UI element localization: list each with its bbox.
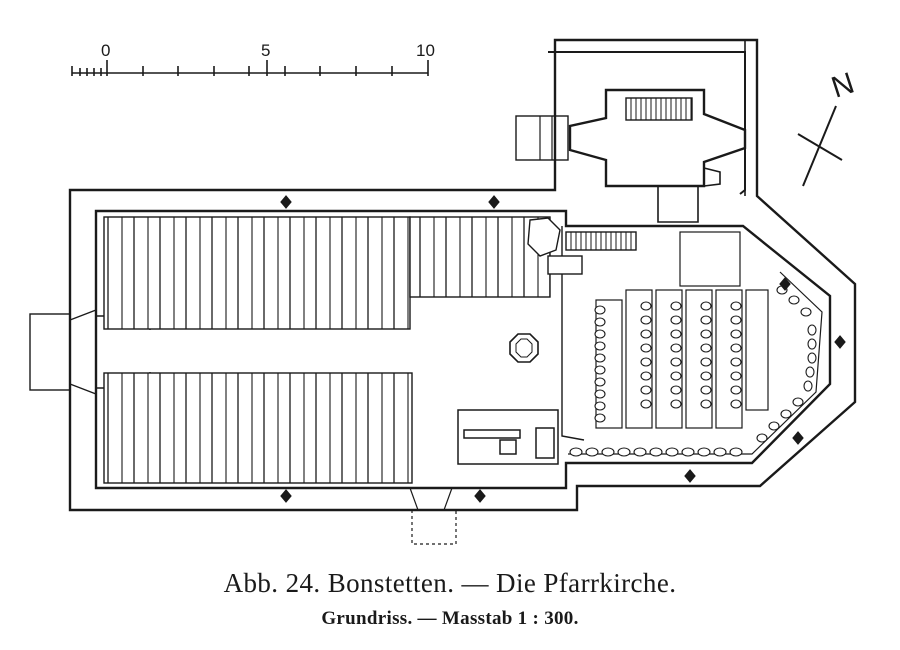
figure-caption-title: Abb. 24. Bonstetten. — Die Pfarrkirche. xyxy=(223,568,677,598)
scale-label-10: 10 xyxy=(416,41,435,60)
chancel-stairs xyxy=(527,217,637,441)
church-outer-walls xyxy=(68,38,857,512)
tower xyxy=(515,88,747,223)
pews-north-block xyxy=(103,216,411,330)
scale-label-0: 0 xyxy=(101,41,110,60)
church-floor-plan: 0 5 10 N xyxy=(29,38,858,545)
scale-label-5: 5 xyxy=(261,41,270,60)
altar-platform xyxy=(457,409,559,465)
pews-south-block xyxy=(103,372,413,484)
south-door xyxy=(409,487,457,545)
chancel-seats xyxy=(569,285,817,457)
pews-north-block-east xyxy=(409,216,551,298)
chancel-pews xyxy=(568,231,823,455)
north-arrow-icon xyxy=(797,105,843,187)
windows xyxy=(280,195,846,503)
baptismal-font xyxy=(509,333,539,363)
central-aisle xyxy=(150,330,410,372)
figure-caption-subtitle: Grundriss. — Masstab 1 : 300. xyxy=(321,608,579,629)
north-label: N xyxy=(827,67,858,105)
scale-bar xyxy=(71,60,429,76)
